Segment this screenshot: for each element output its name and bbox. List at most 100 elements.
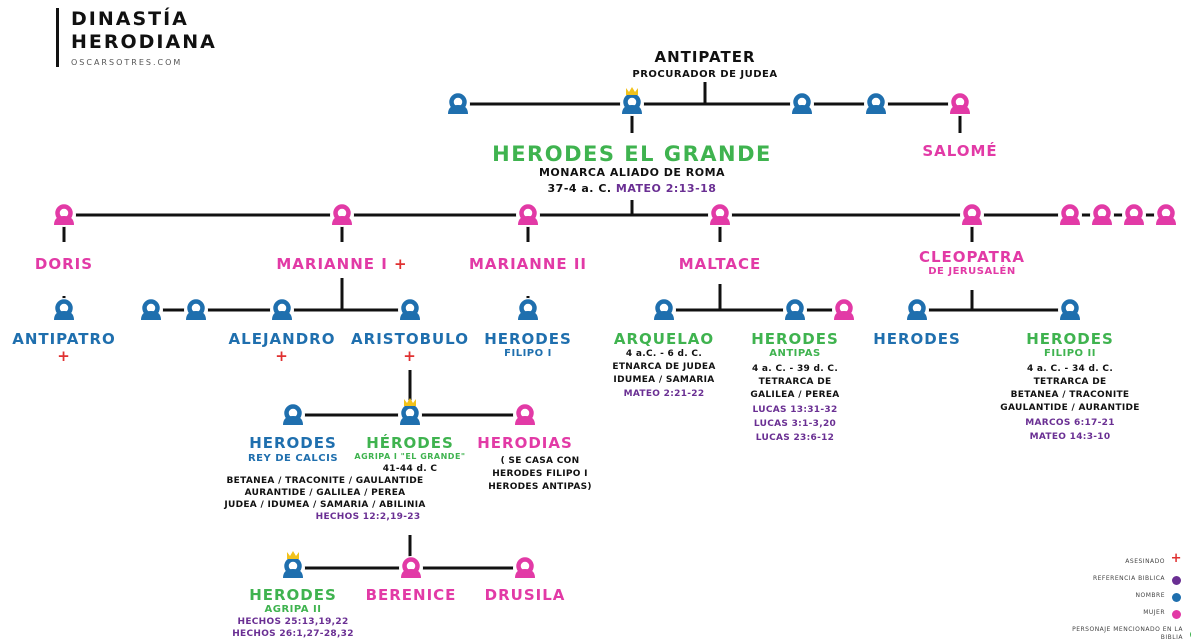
herodes-antipas-sub: ANTIPAS [769, 348, 821, 359]
herodes-filipo-ii-sub: FILIPO II [1044, 348, 1096, 359]
herodes-el-grande-meta: 37-4 a. C. MATEO 2:13-18 [548, 182, 717, 196]
child-icon [184, 298, 208, 322]
blue-dot-icon [1172, 593, 1181, 602]
herodes-antipas-ref-2: LUCAS 3:1-3,20 [753, 419, 837, 429]
marianne-ii-name: MARIANNE II [468, 255, 588, 273]
cleopatra-icon [960, 203, 984, 227]
arquelao-detail-1: 4 a.C. - 6 d. C. [625, 349, 703, 359]
herodes-filipo-ii-name: HERODES [1026, 330, 1114, 348]
marianne-i-mark: + [394, 255, 408, 273]
marianne-i-icon [330, 203, 354, 227]
herodes-antipas-ref-3: LUCAS 23:6-12 [755, 433, 835, 443]
herodes-agripa-i-detail-2: BETANEA / TRACONITE / GAULANTIDE [226, 476, 424, 486]
wife-icon [1154, 203, 1178, 227]
salome-icon [948, 92, 972, 116]
herodias-detail-2: HERODES FILIPO I [492, 469, 588, 479]
doris-icon [52, 203, 76, 227]
antipatro-icon [52, 298, 76, 322]
herodes-calcis-sub: REY DE CALCIS [247, 453, 339, 464]
cleopatra-sub: DE JERUSALÉN [928, 266, 1016, 277]
herodes-antipas-icon [783, 298, 807, 322]
herodes-antipas-detail-2: TETRARCA DE [758, 377, 832, 387]
aristobulo-name: ARISTOBULO [351, 330, 469, 348]
crown-icon [287, 551, 299, 559]
legend-item-mujer: MUJER [983, 609, 1183, 626]
maltace-icon [708, 203, 732, 227]
herodes-el-grande-icon [620, 87, 644, 116]
herodes-antipas-detail-3: GALILEA / PEREA [750, 390, 840, 400]
alejandro-mark: + [275, 347, 289, 365]
herodes-filipo-ii-detail-4: GAULANTIDE / AURANTIDE [1000, 403, 1140, 413]
herodes-agripa-i-icon [398, 398, 422, 427]
legend-label-asesinado: ASESINADO [1125, 558, 1165, 565]
pink-dot-icon [1172, 610, 1181, 619]
wife-icon [1090, 203, 1114, 227]
herodes-calcis-icon [281, 403, 305, 427]
herodes-filipo-ii-ref-2: MATEO 14:3-10 [1029, 432, 1111, 442]
wife-icon [1058, 203, 1082, 227]
herodes-antipas-ref-1: LUCAS 13:31-32 [752, 405, 838, 415]
herodias-icon [513, 403, 537, 427]
herodes-agripa-i-detail-3: AURANTIDE / GALILEA / PEREA [244, 488, 406, 498]
antipater-son-icon [864, 92, 888, 116]
antipater-name: ANTIPATER [654, 48, 756, 66]
arquelao-ref-1: MATEO 2:21-22 [623, 389, 705, 399]
drusila-icon [513, 556, 537, 580]
legend-item-referencia: REFERENCIA BIBLICA [983, 575, 1183, 592]
herodes-agripa-i-ref-1: HECHOS 12:2,19-23 [315, 512, 421, 522]
herodes-filipo-ii-detail-1: 4 a. C. - 34 d. C. [1026, 364, 1114, 374]
herodias-detail-3: HERODES ANTIPAS) [488, 482, 592, 492]
herodes-cleopatra-icon [905, 298, 929, 322]
herodes-agripa-ii-name: HERODES [249, 586, 337, 604]
herodias-name: HERODIAS [477, 434, 573, 452]
herodes-filipo-i-icon [516, 298, 540, 322]
doris-name: DORIS [34, 255, 94, 273]
herodes-calcis-name: HERODES [249, 434, 337, 452]
child-icon [139, 298, 163, 322]
herodes-el-grande-ref: MATEO 2:13-18 [615, 182, 717, 195]
herodes-cleopatra-name: HERODES [873, 330, 961, 348]
title-line-1: DINASTÍA [71, 8, 189, 30]
legend-item-personaje: PERSONAJE MENCIONADO EN LA BIBLIA [1053, 626, 1191, 643]
marianne-i-name: MARIANNE I + [276, 255, 408, 273]
legend-label-referencia: REFERENCIA BIBLICA [1092, 575, 1165, 582]
herodes-agripa-i-detail-1: 41-44 d. C [382, 464, 438, 474]
herodes-agripa-ii-icon [281, 551, 305, 580]
herodes-agripa-i-sub: AGRIPA I "EL GRANDE" [354, 452, 466, 461]
drusila-name: DRUSILA [484, 586, 566, 604]
aristobulo-icon [398, 298, 422, 322]
title-line-2: HERODIANA [71, 30, 217, 53]
purple-dot-icon [1172, 576, 1181, 585]
herodes-agripa-i-name: HÉRODES [366, 434, 454, 452]
herodes-antipas-name: HERODES [751, 330, 839, 348]
cleopatra-name: CLEOPATRA [918, 248, 1026, 266]
antipatro-name: ANTIPATRO [12, 330, 116, 348]
antipater-title: PROCURADOR DE JUDEA [632, 69, 778, 80]
legend-label-personaje: PERSONAJE MENCIONADO EN LA BIBLIA [1072, 626, 1183, 641]
herodes-el-grande-title: MONARCA ALIADO DE ROMA [538, 166, 726, 179]
herodes-filipo-ii-detail-2: TETRARCA DE [1033, 377, 1107, 387]
murdered-cross-icon: + [1170, 551, 1182, 566]
herodes-filipo-i-name: HERODES [484, 330, 572, 348]
herodes-filipo-ii-ref-1: MARCOS 6:17-21 [1025, 418, 1115, 428]
marianne-i-label: MARIANNE I [276, 255, 388, 273]
herodes-filipo-ii-icon [1058, 298, 1082, 322]
herodes-agripa-i-detail-4: JUDEA / IDUMEA / SAMARIA / ABILINIA [224, 500, 426, 510]
legend-label-mujer: MUJER [1143, 609, 1165, 616]
herodes-filipo-ii-detail-3: BETANEA / TRACONITE [1010, 390, 1130, 400]
herodes-agripa-ii-sub: AGRIPA II [264, 604, 322, 615]
herodes-agripa-ii-ref-2: HECHOS 26:1,27-28,32 [232, 629, 354, 639]
herodes-agripa-ii-ref-1: HECHOS 25:13,19,22 [237, 617, 349, 627]
antipatro-mark: + [57, 347, 71, 365]
alejandro-icon [270, 298, 294, 322]
antipater-sibling-icon [446, 92, 470, 116]
arquelao-icon [652, 298, 676, 322]
alejandro-name: ALEJANDRO [228, 330, 336, 348]
crown-icon [626, 87, 638, 95]
herodes-antipas-detail-1: 4 a. C. - 39 d. C. [751, 364, 839, 374]
wife-icon [1122, 203, 1146, 227]
herodias-detail-1: ( SE CASA CON [500, 456, 580, 466]
herodes-el-grande-name: HERODES EL GRANDE [492, 142, 772, 166]
berenice-icon [399, 556, 423, 580]
